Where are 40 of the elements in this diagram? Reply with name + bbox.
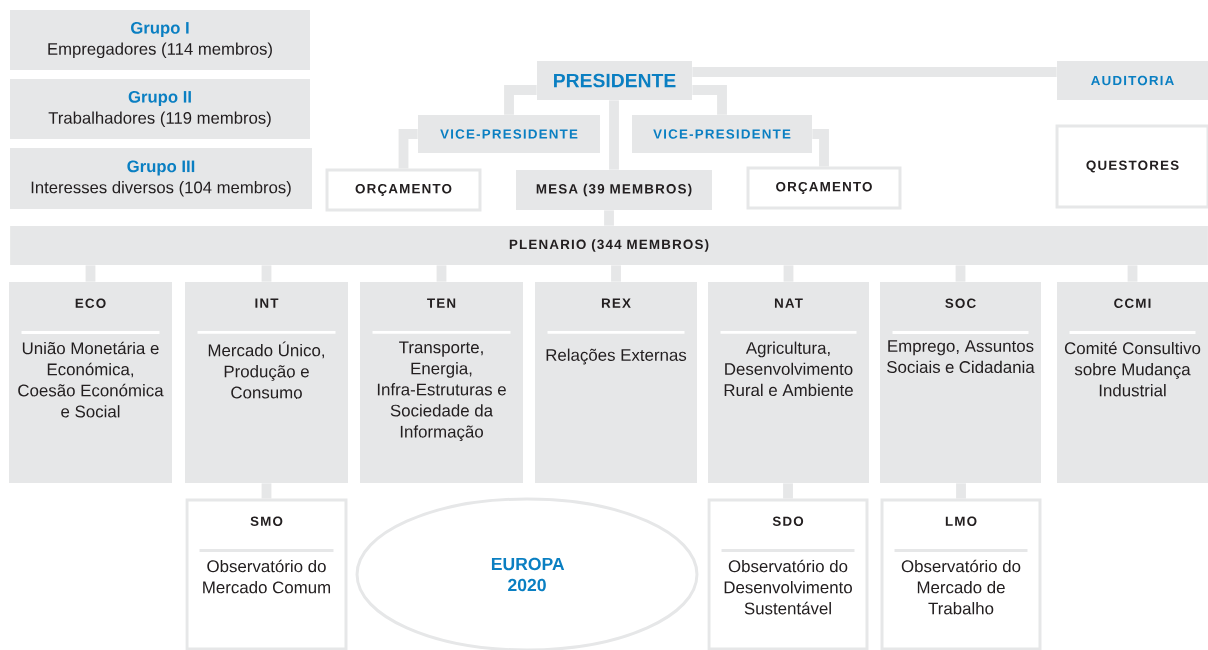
assembly-bar: PLENARIO (344 MEMBROS): [10, 226, 1208, 265]
observatory-box: SDO Observatório do Desenvolvimento Sustentável: [707, 498, 869, 650]
connector-line: [504, 85, 537, 115]
connector-line: [261, 265, 272, 282]
connector-line: [398, 129, 418, 169]
group-box: Grupo I Empregadores (114 membros): [10, 10, 310, 70]
office-box: PRESIDENTE: [537, 61, 692, 100]
office-box: ORÇAMENTO: [325, 168, 482, 212]
observatory-box: SMO Observatório do Mercado Comum: [185, 498, 348, 650]
connector-line: [692, 67, 1057, 77]
committee-box: NAT Agricultura, Desenvolvimento Rural e Ambiente: [708, 282, 869, 483]
node-label: PRESIDENTE: [554, 73, 676, 88]
office-box: ORÇAMENTO: [746, 166, 902, 210]
committee-box: ECO União Monetária e Económica, Coesão Económica e Social: [9, 282, 172, 483]
group-box: Grupo II Trabalhadores (119 membros): [10, 79, 310, 139]
committee-box: REX Relações Externas: [535, 282, 697, 483]
observatory-box: LMO Observatório do Mercado de Trabalho: [880, 498, 1042, 650]
committee-box: CCMI Comité Consultivo sobre Mudança Industrial: [1057, 282, 1208, 483]
connector-line: [609, 100, 619, 170]
office-box: VICE-PRESIDENTE: [632, 115, 812, 153]
group-box: Grupo III Interesses diversos (104 membros): [10, 148, 312, 209]
connector-line: [692, 85, 727, 115]
committee-box: INT Mercado Único, Produção e Consumo: [185, 282, 348, 483]
connector-line: [956, 483, 966, 499]
connector-line: [261, 483, 272, 499]
connector-line: [955, 265, 966, 282]
office-box: MESA (39 MEMBROS): [516, 170, 712, 210]
connector-line: [1127, 265, 1138, 282]
office-box: QUESTORES: [1055, 124, 1208, 209]
committee-box: SOC Emprego, Assuntos Sociais e Cidadania: [880, 282, 1041, 483]
connector-line: [85, 265, 96, 282]
office-box: AUDITORIA: [1057, 61, 1208, 100]
office-box: VICE-PRESIDENTE: [418, 115, 600, 153]
connector-line: [436, 265, 447, 282]
connector-line: [812, 129, 829, 167]
connector-line: [783, 483, 793, 499]
connector-line: [783, 265, 794, 282]
connector-line: [604, 210, 614, 226]
committee-box: TEN Transporte, Energia, Infra-Estruturas e Sociedade da Informação: [360, 282, 523, 483]
connector-line: [611, 265, 621, 282]
